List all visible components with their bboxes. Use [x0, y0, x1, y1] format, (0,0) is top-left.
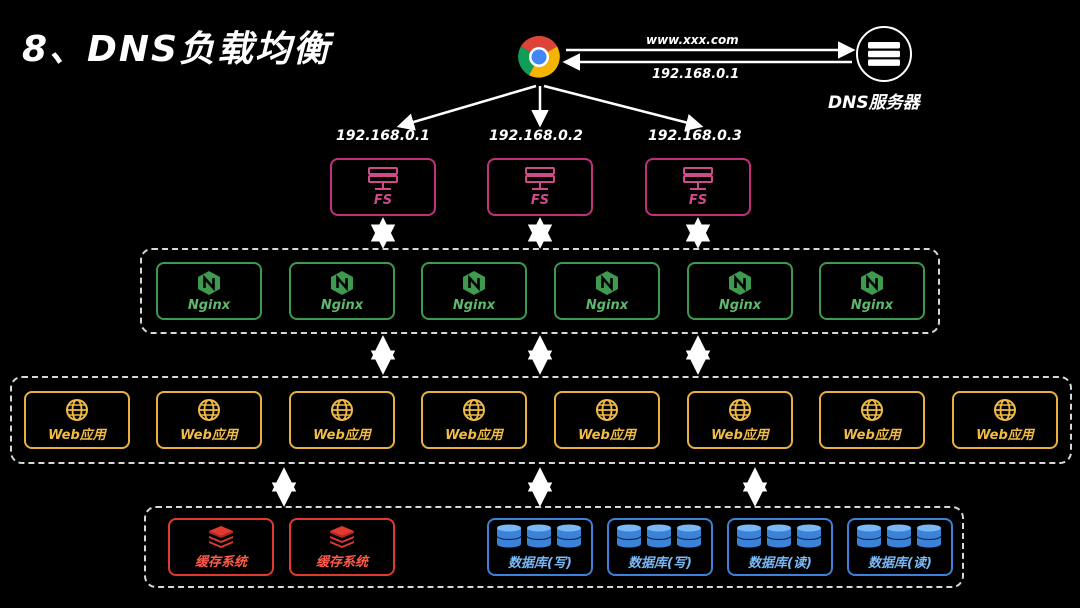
database-icon: [616, 524, 702, 547]
ip-label-1: 192.168.0.1: [336, 128, 430, 144]
web-node-5: Web应用: [554, 391, 660, 449]
web-node-6: Web应用: [687, 391, 793, 449]
web-node-4: Web应用: [421, 391, 527, 449]
nginx-node-6: Nginx: [819, 262, 925, 320]
redis-icon: [209, 525, 233, 548]
dns-server-icon: [856, 26, 912, 82]
web-node-label: Web应用: [180, 427, 238, 443]
route-arrow-1: [396, 84, 537, 131]
fs-node-label: FS: [530, 192, 550, 208]
web-cluster: [10, 376, 1072, 464]
nginx-node-5: Nginx: [687, 262, 793, 320]
nginx-cluster: [140, 248, 940, 334]
nginx-node-3: Nginx: [421, 262, 527, 320]
redis-icon: [330, 525, 354, 548]
nginx-icon: [729, 270, 751, 295]
nginx-node-4: Nginx: [554, 262, 660, 320]
web-node-label: Web应用: [578, 427, 636, 443]
nginx-node-2: Nginx: [289, 262, 395, 320]
database-icon: [496, 524, 582, 547]
fs-node-1: FS: [330, 158, 436, 216]
globe-icon: [198, 398, 220, 421]
globe-icon: [463, 398, 485, 421]
cache-node-2: 缓存系统: [289, 518, 395, 576]
ip-label-2: 192.168.0.2: [489, 128, 583, 144]
nginx-node-label: Nginx: [320, 297, 364, 313]
page-title: 8、DNS负载均衡: [22, 29, 331, 70]
fs-node-3: FS: [645, 158, 751, 216]
nginx-node-label: Nginx: [718, 297, 762, 313]
web-node-label: Web应用: [48, 427, 106, 443]
globe-icon: [729, 398, 751, 421]
storage-cluster: [144, 506, 964, 588]
web-node-label: Web应用: [843, 427, 901, 443]
db-node-label: 数据库(读): [748, 555, 812, 571]
web-node-2: Web应用: [156, 391, 262, 449]
globe-icon: [331, 398, 353, 421]
web-node-3: Web应用: [289, 391, 395, 449]
db-node-label: 数据库(写): [628, 555, 692, 571]
nginx-icon: [596, 270, 618, 295]
globe-icon: [596, 398, 618, 421]
response-label: 192.168.0.1: [652, 67, 740, 82]
web-node-label: Web应用: [976, 427, 1034, 443]
web-node-1: Web应用: [24, 391, 130, 449]
cache-node-label: 缓存系统: [194, 554, 247, 570]
server-icon: [683, 166, 713, 190]
db-node-3: 数据库(读): [727, 518, 833, 576]
chrome-icon: [518, 35, 560, 78]
web-node-label: Web应用: [445, 427, 503, 443]
database-icon: [856, 524, 942, 547]
web-node-label: Web应用: [711, 427, 769, 443]
nginx-icon: [861, 270, 883, 295]
nginx-node-label: Nginx: [850, 297, 894, 313]
nginx-icon: [331, 270, 353, 295]
dns-server-label: DNS服务器: [828, 93, 920, 113]
globe-icon: [994, 398, 1016, 421]
db-node-1: 数据库(写): [487, 518, 593, 576]
db-node-label: 数据库(写): [508, 555, 572, 571]
request-label: www.xxx.com: [646, 33, 739, 47]
fs-node-label: FS: [373, 192, 393, 208]
server-icon: [525, 166, 555, 190]
database-icon: [736, 524, 822, 547]
nginx-node-label: Nginx: [452, 297, 496, 313]
nginx-node-label: Nginx: [585, 297, 629, 313]
web-node-label: Web应用: [313, 427, 371, 443]
cache-node-label: 缓存系统: [315, 554, 368, 570]
ip-label-3: 192.168.0.3: [648, 128, 742, 144]
web-node-8: Web应用: [952, 391, 1058, 449]
globe-icon: [66, 398, 88, 421]
cache-node-1: 缓存系统: [168, 518, 274, 576]
nginx-node-1: Nginx: [156, 262, 262, 320]
route-arrow-3: [543, 84, 704, 131]
server-stack-icon: [868, 42, 900, 66]
db-node-4: 数据库(读): [847, 518, 953, 576]
nginx-icon: [198, 270, 220, 295]
nginx-icon: [463, 270, 485, 295]
db-node-label: 数据库(读): [868, 555, 932, 571]
nginx-node-label: Nginx: [187, 297, 231, 313]
fs-node-2: FS: [487, 158, 593, 216]
server-icon: [368, 166, 398, 190]
db-node-2: 数据库(写): [607, 518, 713, 576]
fs-node-label: FS: [688, 192, 708, 208]
web-node-7: Web应用: [819, 391, 925, 449]
globe-icon: [861, 398, 883, 421]
